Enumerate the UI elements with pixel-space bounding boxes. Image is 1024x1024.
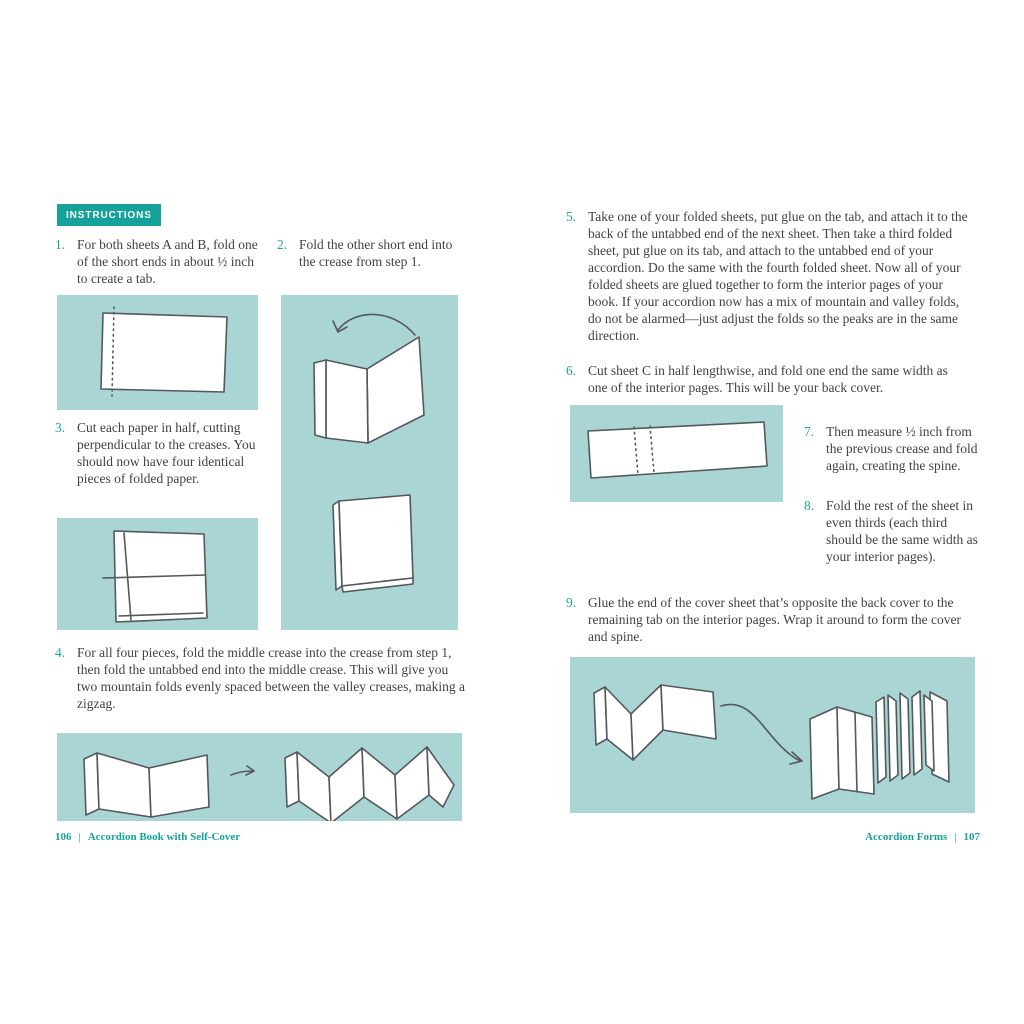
footer-divider: | bbox=[954, 831, 957, 843]
step-text: For all four pieces, fold the middle cre… bbox=[77, 645, 465, 711]
step-number: 4. bbox=[55, 645, 66, 660]
step-text: Fold the other short end into the crease… bbox=[299, 237, 453, 269]
instructions-badge: INSTRUCTIONS bbox=[57, 204, 161, 226]
step-9: 9. Glue the end of the cover sheet that’… bbox=[566, 594, 970, 645]
step-number: 1. bbox=[55, 237, 66, 252]
step-text: For both sheets A and B, fold one of the… bbox=[77, 237, 258, 286]
step-text: Fold the rest of the sheet in even third… bbox=[826, 498, 978, 564]
step-7: 7. Then measure ½ inch from the previous… bbox=[804, 423, 978, 474]
left-page-footer: 106 | Accordion Book with Self-Cover bbox=[55, 831, 240, 843]
paper-with-tab-fold-sketch bbox=[100, 306, 228, 397]
strip-with-fold-lines-sketch bbox=[587, 421, 768, 479]
step-number: 8. bbox=[804, 498, 815, 513]
section-title: Accordion Forms bbox=[865, 831, 948, 843]
section-title: Accordion Book with Self-Cover bbox=[87, 831, 241, 843]
step-number: 5. bbox=[566, 209, 577, 224]
step-text: Glue the end of the cover sheet that’s o… bbox=[588, 595, 961, 644]
step-text: Cut each paper in half, cutting perpendi… bbox=[77, 420, 256, 486]
step-5: 5. Take one of your folded sheets, put g… bbox=[566, 208, 968, 344]
step-8: 8. Fold the rest of the sheet in even th… bbox=[804, 497, 978, 565]
step-number: 9. bbox=[566, 595, 577, 610]
step6-illustration-panel bbox=[570, 405, 783, 502]
step4-illustration-panel bbox=[57, 733, 462, 821]
step-2: 2. Fold the other short end into the cre… bbox=[277, 236, 469, 270]
step-number: 7. bbox=[804, 424, 815, 439]
step-3: 3. Cut each paper in half, cutting perpe… bbox=[55, 419, 267, 487]
open-fold-to-zigzag-sketch bbox=[83, 746, 455, 821]
cover-wrap-finished-book-sketch bbox=[593, 684, 950, 800]
page-number: 107 bbox=[963, 831, 981, 843]
step-number: 3. bbox=[55, 420, 66, 435]
fold-into-crease-sketch bbox=[313, 313, 425, 593]
step-6: 6. Cut sheet C in half lengthwise, and f… bbox=[566, 362, 970, 396]
step-text: Then measure ½ inch from the previous cr… bbox=[826, 424, 978, 473]
step-number: 6. bbox=[566, 363, 577, 378]
step2-illustration-panel bbox=[281, 295, 458, 630]
right-page-footer: Accordion Forms | 107 bbox=[865, 831, 980, 843]
step3-illustration-panel bbox=[57, 518, 258, 630]
step-4: 4. For all four pieces, fold the middle … bbox=[55, 644, 469, 712]
step-number: 2. bbox=[277, 237, 288, 252]
folded-paper-cut-line-sketch bbox=[102, 530, 208, 623]
step-text: Cut sheet C in half lengthwise, and fold… bbox=[588, 363, 948, 395]
step9-illustration-panel bbox=[570, 657, 975, 813]
step-1: 1. For both sheets A and B, fold one of … bbox=[55, 236, 263, 287]
page-number: 106 bbox=[55, 831, 72, 843]
step1-illustration-panel bbox=[57, 295, 258, 410]
footer-divider: | bbox=[78, 831, 81, 843]
step-text: Take one of your folded sheets, put glue… bbox=[588, 209, 968, 343]
